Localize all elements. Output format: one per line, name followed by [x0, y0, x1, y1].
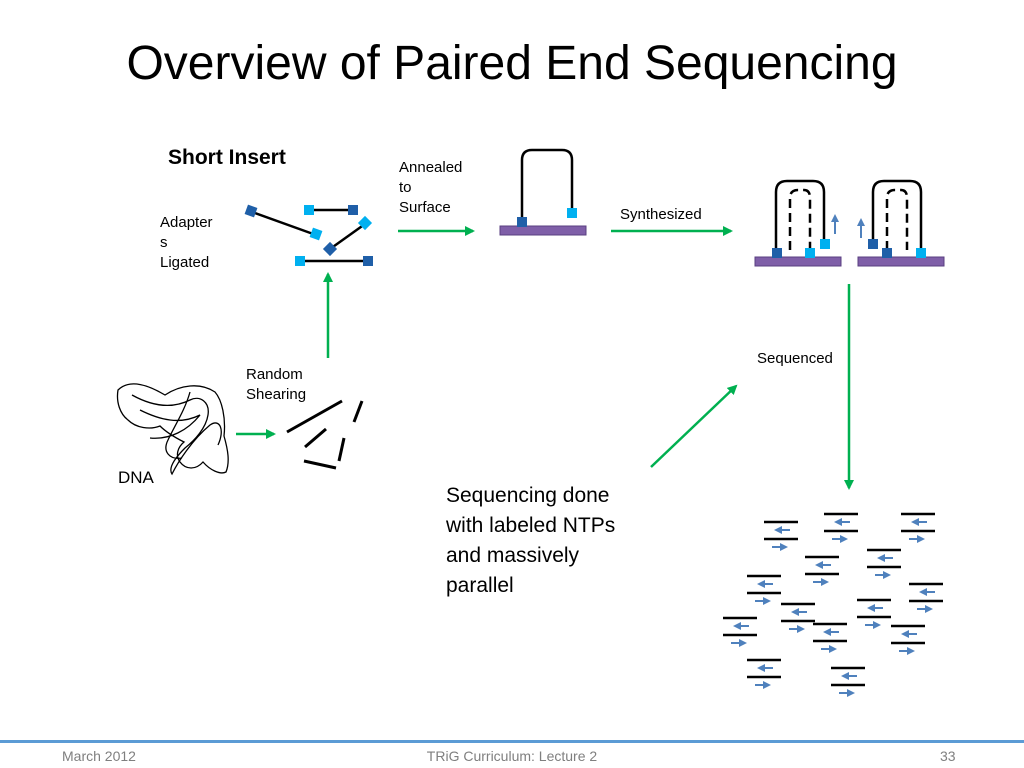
- fragment: [337, 437, 346, 462]
- synthesized-bridges: [754, 179, 945, 267]
- paired-read: [747, 574, 781, 605]
- annealed-bridge: [499, 148, 587, 236]
- synthesized-label: Synthesized: [620, 206, 702, 223]
- footer-page-number: 33: [940, 748, 956, 764]
- random-shearing-label: Random Shearing: [246, 366, 307, 403]
- fragment: [286, 399, 343, 434]
- footer-divider: [0, 740, 1024, 743]
- paired-read: [723, 616, 757, 647]
- paired-read: [747, 658, 781, 689]
- paired-read: [824, 512, 858, 543]
- section-title: Short Insert: [168, 146, 286, 169]
- sequenced-label: Sequenced: [757, 350, 833, 367]
- paired-reads-cluster: [723, 512, 943, 697]
- paired-read: [901, 512, 935, 543]
- fragment: [304, 427, 327, 449]
- fragment: [352, 400, 364, 423]
- fragment: [303, 459, 337, 470]
- paired-read: [891, 624, 925, 655]
- paired-read: [813, 622, 847, 653]
- paired-read: [867, 548, 901, 579]
- paired-read: [781, 602, 815, 633]
- paired-read: [805, 555, 839, 586]
- annealed-label: Annealed to Surface: [399, 159, 463, 216]
- adapter-ligated-fragments: [244, 204, 373, 266]
- paired-read: [764, 520, 798, 551]
- dna-label: DNA: [118, 468, 154, 487]
- dna-scribble: [116, 383, 229, 476]
- footer-title: TRiG Curriculum: Lecture 2: [426, 748, 598, 764]
- paired-read: [909, 582, 943, 613]
- sequencing-note: Sequencing done with labeled NTPs and ma…: [446, 484, 616, 597]
- page-title: Overview of Paired End Sequencing: [126, 37, 898, 90]
- paired-read: [857, 598, 891, 629]
- arrow-note-to-sequenced: [650, 384, 738, 468]
- paired-read: [831, 666, 865, 697]
- footer-date: March 2012: [62, 748, 136, 764]
- adapters-ligated-label: Adapter s Ligated: [160, 214, 213, 271]
